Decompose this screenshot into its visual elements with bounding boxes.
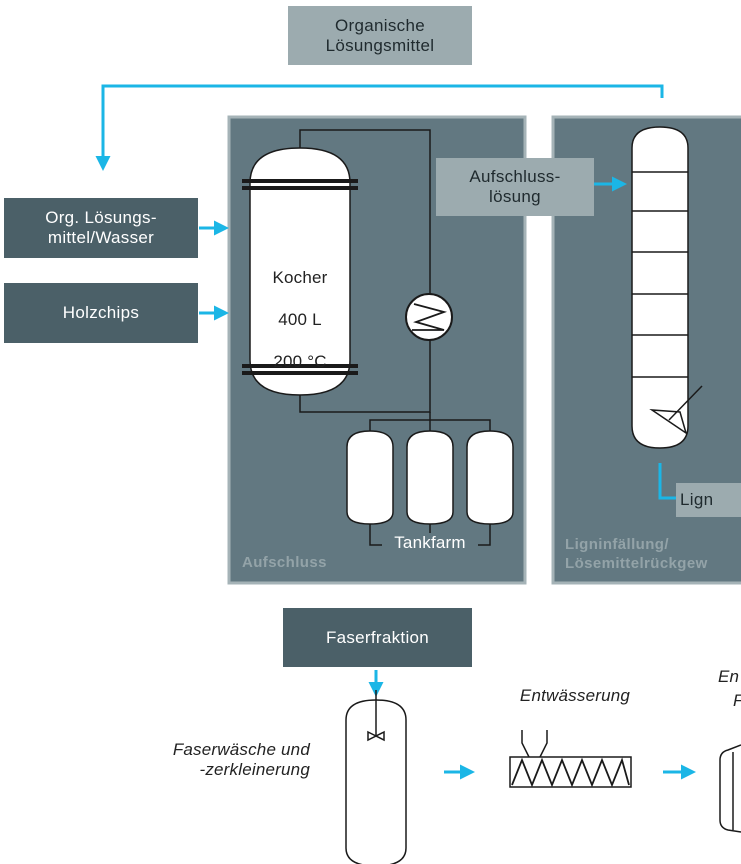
solvent-supply-line [95, 84, 664, 171]
storage-tank [466, 430, 514, 525]
stirrer-blade-icon [649, 409, 688, 435]
recirc-pipe-top [299, 129, 431, 295]
digester-volume: 400 L [278, 310, 322, 329]
digester-flange [242, 179, 358, 183]
next-apparatus-icon [719, 744, 741, 833]
hopper-left [521, 730, 530, 758]
lignin-panel-title: Ligninfällung/ Lösemittelrückgew [565, 536, 708, 572]
solvent-water-input-box: Org. Lösungs- mittel/Wasser [4, 198, 198, 258]
recirc-pipe-bottom [299, 340, 431, 413]
heat-exchanger-coil [412, 303, 448, 331]
washing-tank [345, 699, 407, 864]
dewatering-step-label: Entwässerung [519, 686, 631, 705]
aufschluss-panel-title: Aufschluss [242, 554, 327, 571]
next-step-label-1: En [718, 667, 740, 686]
lignin-output-line [658, 463, 676, 500]
digester-flange [242, 186, 358, 190]
tankfarm-label: Tankfarm [382, 533, 478, 553]
fiber-fraction-box: Faserfraktion [283, 608, 472, 667]
digester-temperature: 200 °C [273, 352, 327, 371]
digester-flange [242, 371, 358, 375]
stirrer-shaft [668, 385, 703, 421]
pulping-solution-box: Aufschluss- lösung [436, 158, 594, 216]
hopper-right [539, 730, 548, 758]
washing-stirrer-icon [367, 730, 385, 742]
wood-chips-input-box: Holzchips [4, 283, 198, 343]
next-step-label-2: F [733, 691, 741, 711]
lignin-output-box: Lign [676, 483, 741, 517]
organic-solvent-box: Organische Lösungsmittel [288, 6, 472, 65]
screw-press-helix [511, 757, 630, 788]
digester-vessel [249, 147, 351, 396]
storage-tank [406, 430, 454, 525]
digester-label: Kocher 400 L 200 °C [250, 246, 350, 393]
digester-name: Kocher [272, 268, 328, 287]
precipitation-column [631, 126, 689, 449]
storage-tank [346, 430, 394, 525]
digester-flange [242, 364, 358, 368]
washing-step-label: Faserwäsche und -zerkleinerung [172, 740, 310, 779]
